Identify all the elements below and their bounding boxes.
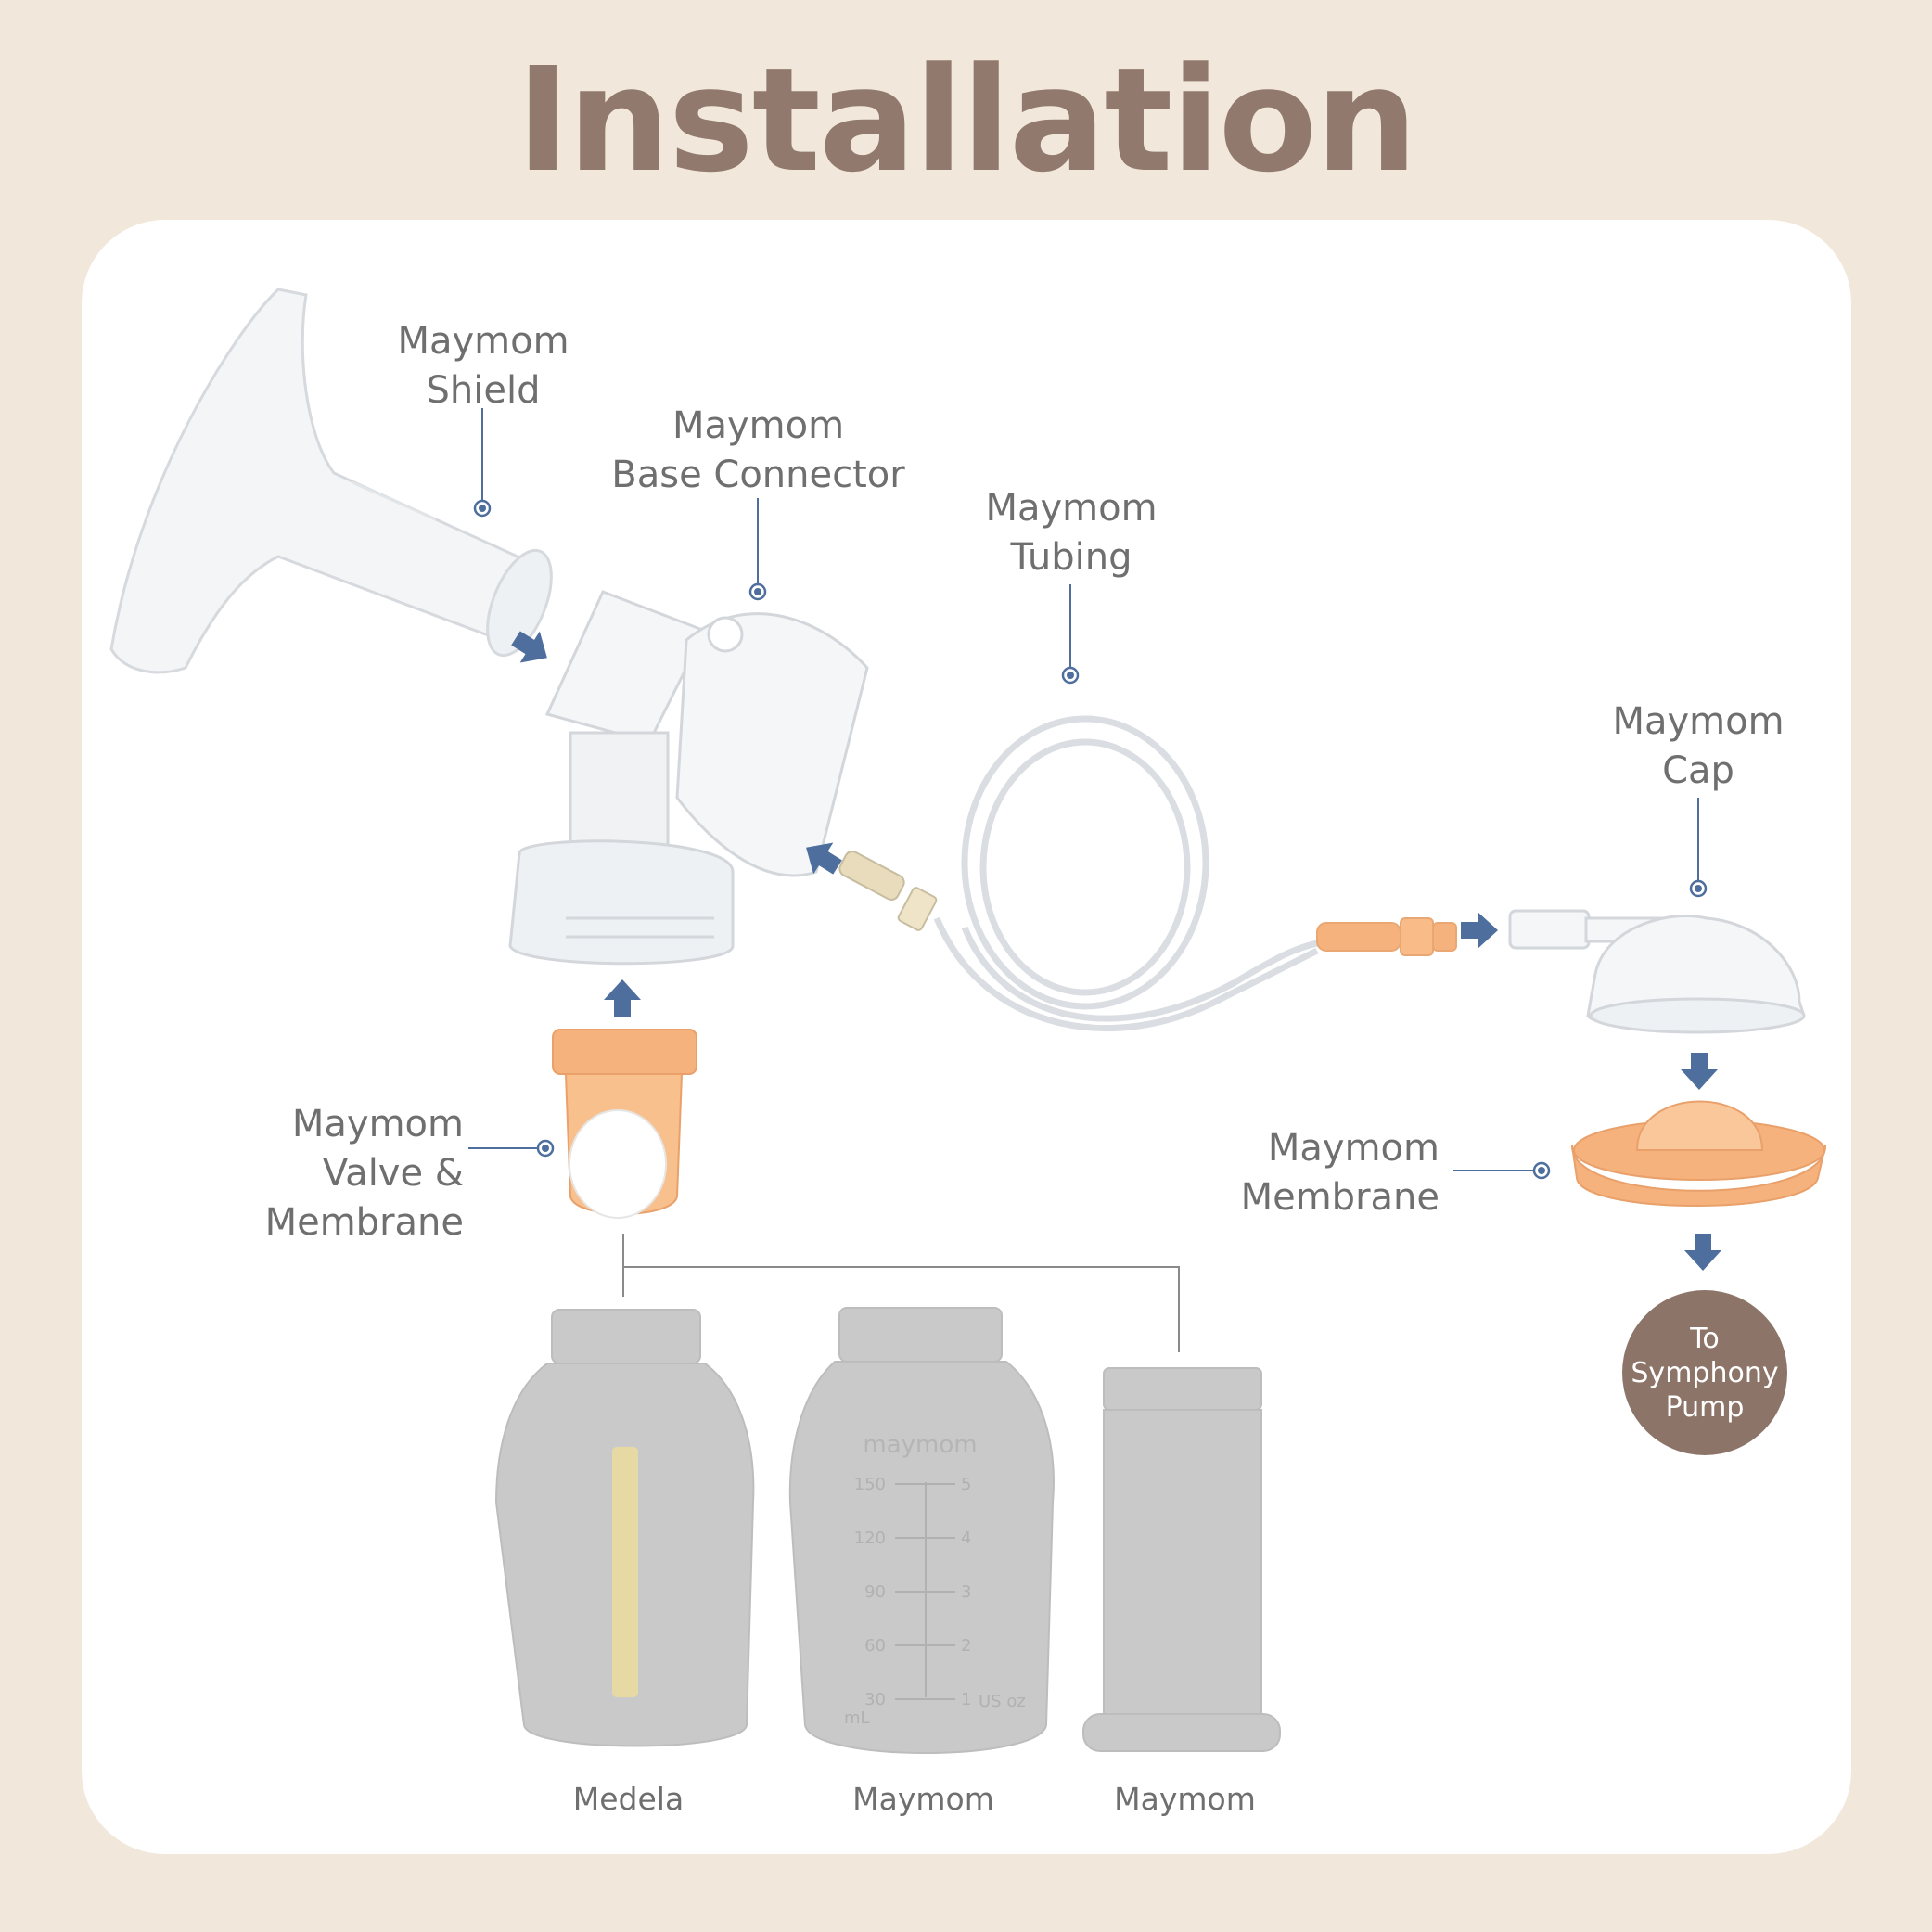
label-membrane: Maymom Membrane <box>1240 1127 1439 1219</box>
scale-ml-label: 60 <box>864 1636 886 1656</box>
scale-unit-oz: US oz <box>979 1692 1026 1711</box>
symphony-pump-endpoint: To Symphony Pump <box>1622 1290 1787 1455</box>
shield-part <box>109 288 553 674</box>
page-title: Installation <box>516 36 1418 204</box>
endpoint-label: To Symphony Pump <box>1631 1322 1779 1424</box>
label-cap: Maymom Cap <box>1612 700 1785 792</box>
bottle-maymom <box>788 1307 1055 1754</box>
arrow-tubing-to-cap <box>1461 912 1498 949</box>
label-tubing: Maymom Tubing <box>985 487 1158 579</box>
arrow-tubing-to-connector <box>806 842 842 875</box>
scale-oz-label: 3 <box>961 1582 971 1602</box>
scale-ml-label: 30 <box>864 1690 886 1709</box>
arrow-shield-to-connector <box>511 631 547 663</box>
arrow-cap-down <box>1681 1053 1718 1090</box>
membrane-part <box>1570 1100 1827 1207</box>
tubing-connector-right <box>1316 917 1457 956</box>
bottle-brand-text: maymom <box>863 1431 977 1459</box>
scale-oz-label: 2 <box>961 1636 971 1656</box>
maymom-scale <box>895 1482 955 1700</box>
scale-oz-label: 1 <box>961 1690 971 1709</box>
scale-oz-label: 4 <box>961 1529 971 1548</box>
valve-part <box>552 1029 697 1219</box>
scale-ml-label: 90 <box>864 1582 886 1602</box>
bottle-label-maymom: Maymom <box>852 1781 994 1817</box>
tubing-connector-left <box>838 851 938 931</box>
tubing-part <box>933 715 1327 1032</box>
arrow-membrane-down <box>1684 1234 1721 1271</box>
bottle-label-medela: Medela <box>572 1781 685 1817</box>
base-connector-part <box>508 590 869 966</box>
bottle-bracket <box>622 1234 1180 1352</box>
scale-ml-label: 120 <box>854 1529 886 1548</box>
label-valve-membrane: Maymom Valve & Membrane <box>264 1103 464 1244</box>
bottle-label-maymom-tube: Maymom <box>1114 1781 1256 1817</box>
scale-ml-label: 150 <box>854 1475 886 1494</box>
leader-lines <box>468 408 1708 1180</box>
scale-oz-label: 5 <box>961 1475 971 1494</box>
label-base-connector: Maymom Base Connector <box>611 404 905 496</box>
flow-arrows <box>511 631 1721 1271</box>
bottle-maymom-tube <box>1082 1367 1281 1752</box>
label-shield: Maymom Shield <box>397 320 569 412</box>
arrow-valve-up <box>604 979 641 1017</box>
bottle-medela <box>494 1309 755 1747</box>
cap-part <box>1508 909 1806 1034</box>
scale-unit-ml: mL <box>844 1708 870 1728</box>
